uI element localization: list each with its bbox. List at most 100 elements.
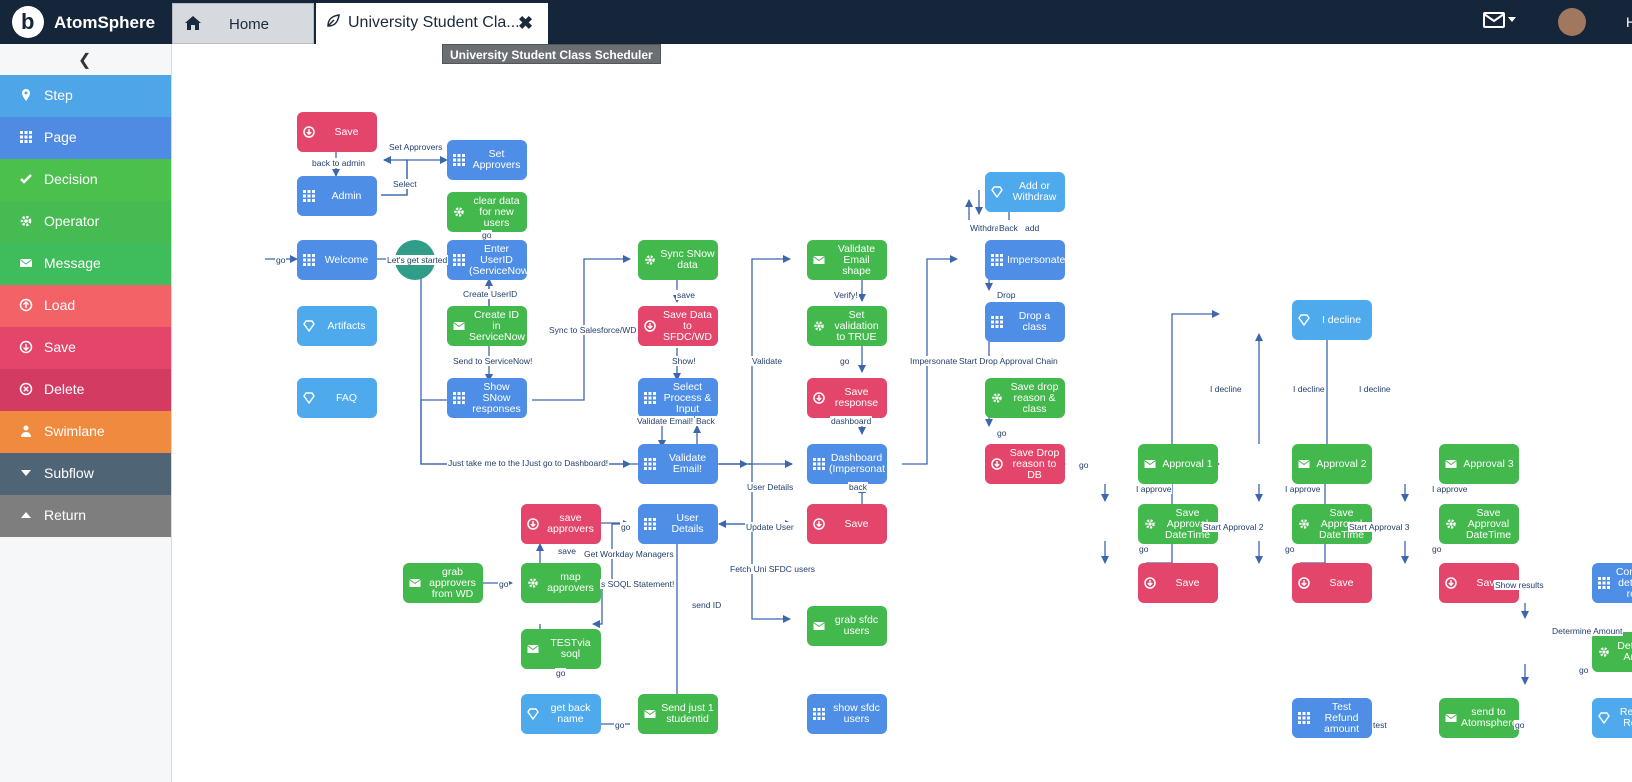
flow-node-admin[interactable]: Admin xyxy=(297,176,377,216)
sidebar-item-operator[interactable]: Operator xyxy=(0,201,171,243)
sidebar-item-label: Message xyxy=(44,255,101,271)
flow-node-set-validation[interactable]: Set validation to TRUE xyxy=(807,306,887,346)
flow-node-add-withdraw[interactable]: Add or Withdraw xyxy=(985,172,1065,212)
envelope-icon xyxy=(527,643,539,655)
flow-node-send-studentid[interactable]: Send just 1 studentid xyxy=(638,694,718,734)
flow-node-grab-approvers[interactable]: grab approvers from WD xyxy=(403,563,483,603)
tab-flow[interactable]: University Student Cla... ✖ xyxy=(316,3,548,44)
flow-node-set-approvers[interactable]: Set Approvers xyxy=(447,140,527,180)
flow-node-validate-email[interactable]: Validate Email! xyxy=(638,444,718,484)
edge-label: I decline xyxy=(1358,384,1392,394)
sidebar-item-swimlane[interactable]: Swimlane xyxy=(0,411,171,453)
flow-node-enter-userid[interactable]: Enter UserID (ServiceNow xyxy=(447,240,527,280)
flow-node-label: Validate Email shape xyxy=(837,242,876,277)
flow-node-grab-sfdc[interactable]: grab sfdc users xyxy=(807,606,887,646)
flow-node-label: get back name xyxy=(550,702,591,725)
avatar[interactable] xyxy=(1558,8,1586,36)
sidebar-item-return[interactable]: Return xyxy=(0,495,171,537)
flow-node-approval2[interactable]: Approval 2 xyxy=(1292,444,1372,484)
flow-node-save-drop-db[interactable]: Save Drop reason to DB xyxy=(985,444,1065,484)
flow-node-impersonate[interactable]: Impersonate xyxy=(985,240,1065,280)
sidebar-item-save[interactable]: Save xyxy=(0,327,171,369)
atomsphere-logo[interactable]: b xyxy=(12,6,44,38)
flow-node-save-appr-dt2[interactable]: Save Approval DateTime xyxy=(1292,504,1372,544)
flow-node-clear-data[interactable]: clear data for new users xyxy=(447,192,527,232)
tab-flow-label: University Student Cla... xyxy=(348,14,520,31)
flow-node-label: Approval 1 xyxy=(1162,457,1213,470)
edge-label: Create UserID xyxy=(462,289,519,299)
flow-node-save-sfdc[interactable]: Save Data to SFDC/WD xyxy=(638,306,718,346)
flow-node-save-appr-dt3[interactable]: Save Approval DateTime xyxy=(1439,504,1519,544)
edge-label: Fetch Uni SFDC users xyxy=(729,564,817,574)
flow-node-drop-class[interactable]: Drop a class xyxy=(985,302,1065,342)
flow-node-validate-shape[interactable]: Validate Email shape xyxy=(807,240,887,280)
sidebar-item-message[interactable]: Message xyxy=(0,243,171,285)
flow-node-label: Returned Refund! xyxy=(1619,706,1632,729)
flow-node-send-atomsphere[interactable]: send to Atomsphere xyxy=(1439,698,1519,738)
flow-node-label: map approvers xyxy=(547,571,594,594)
edge-label: dashboard xyxy=(830,416,873,426)
sidebar-item-delete[interactable]: Delete xyxy=(0,369,171,411)
flow-node-label: Enter UserID (ServiceNow xyxy=(469,242,527,277)
flow-node-test-refund[interactable]: Test Refund amount xyxy=(1292,698,1372,738)
flow-node-label: Save xyxy=(1329,576,1354,589)
flow-node-show-sfdc[interactable]: show sfdc users xyxy=(807,694,887,734)
envelope-icon xyxy=(1298,458,1310,470)
edge-label: Just go to Dashboard! xyxy=(524,458,610,468)
sidebar-item-step[interactable]: Step xyxy=(0,75,171,117)
edge-label: Select xyxy=(392,179,418,189)
edge-label: User Details xyxy=(746,482,795,492)
flow-node-sync-snow[interactable]: Sync SNow data xyxy=(638,240,718,280)
flow-node-user-details[interactable]: User Details xyxy=(638,504,718,544)
grid-icon xyxy=(813,708,825,720)
flow-node-save-drop-reason[interactable]: Save drop reason & class xyxy=(985,378,1065,418)
grid-icon xyxy=(644,518,656,530)
flow-node-get-back-name[interactable]: get back name xyxy=(521,694,601,734)
flow-node-approval3[interactable]: Approval 3 xyxy=(1439,444,1519,484)
gear-icon xyxy=(813,320,825,332)
flow-node-save-top[interactable]: Save xyxy=(297,112,377,152)
flow-node-approval1[interactable]: Approval 1 xyxy=(1138,444,1218,484)
notifications-button[interactable] xyxy=(1482,8,1518,37)
gear-icon xyxy=(1598,646,1610,658)
flow-node-show-snow[interactable]: Show SNow responses xyxy=(447,378,527,418)
edge-label: back xyxy=(848,482,868,492)
edge-label: Back xyxy=(695,416,716,426)
flow-node-dashboard[interactable]: Dashboard (Impersonat xyxy=(807,444,887,484)
tab-home[interactable]: Home xyxy=(172,3,314,44)
flow-node-select-process[interactable]: Select Process & Input xyxy=(638,378,718,418)
flow-node-map-approvers[interactable]: map approvers xyxy=(521,563,601,603)
flow-node-artifacts[interactable]: Artifacts xyxy=(297,306,377,346)
sidebar-item-label: Operator xyxy=(44,213,100,229)
flow-node-save-mid[interactable]: Save xyxy=(807,504,887,544)
flow-node-welcome[interactable]: Welcome xyxy=(297,240,377,280)
edge-label: Drop xyxy=(996,290,1017,300)
edge-label: s SOQL Statement! xyxy=(600,579,676,589)
flow-node-save-a1[interactable]: Save xyxy=(1138,563,1218,603)
flow-node-complete-refund[interactable]: Complete - determine refund xyxy=(1592,563,1632,603)
edge-label: go xyxy=(996,428,1008,438)
flow-node-label: clear data for new users xyxy=(473,194,520,229)
flow-node-save-approvers[interactable]: save approvers xyxy=(521,504,601,544)
collapse-icon[interactable]: ❮ xyxy=(78,52,92,69)
flow-node-returned-refund[interactable]: Returned Refund! xyxy=(1592,698,1632,738)
flow-node-save-a2[interactable]: Save xyxy=(1292,563,1372,603)
flow-node-label: Show SNow responses xyxy=(472,380,521,415)
flow-node-save-response[interactable]: Save response xyxy=(807,378,887,418)
flow-node-label: Send just 1 studentid xyxy=(661,702,714,725)
sidebar-item-load[interactable]: Load xyxy=(0,285,171,327)
envelope-icon xyxy=(453,320,465,332)
grid-icon xyxy=(453,392,465,404)
sidebar-item-subflow[interactable]: Subflow xyxy=(0,453,171,495)
flow-node-test-soql[interactable]: TESTvia soql xyxy=(521,629,601,669)
diamond-icon xyxy=(1598,712,1610,725)
flow-node-determine-amount[interactable]: Determine Amount xyxy=(1592,632,1632,672)
close-icon[interactable]: ✖ xyxy=(518,13,534,33)
sidebar-item-decision[interactable]: Decision xyxy=(0,159,171,201)
flow-node-i-decline[interactable]: I decline xyxy=(1292,300,1372,340)
sidebar-item-page[interactable]: Page xyxy=(0,117,171,159)
flow-node-create-id[interactable]: Create ID in ServiceNow xyxy=(447,306,527,346)
flow-node-faq[interactable]: FAQ xyxy=(297,378,377,418)
